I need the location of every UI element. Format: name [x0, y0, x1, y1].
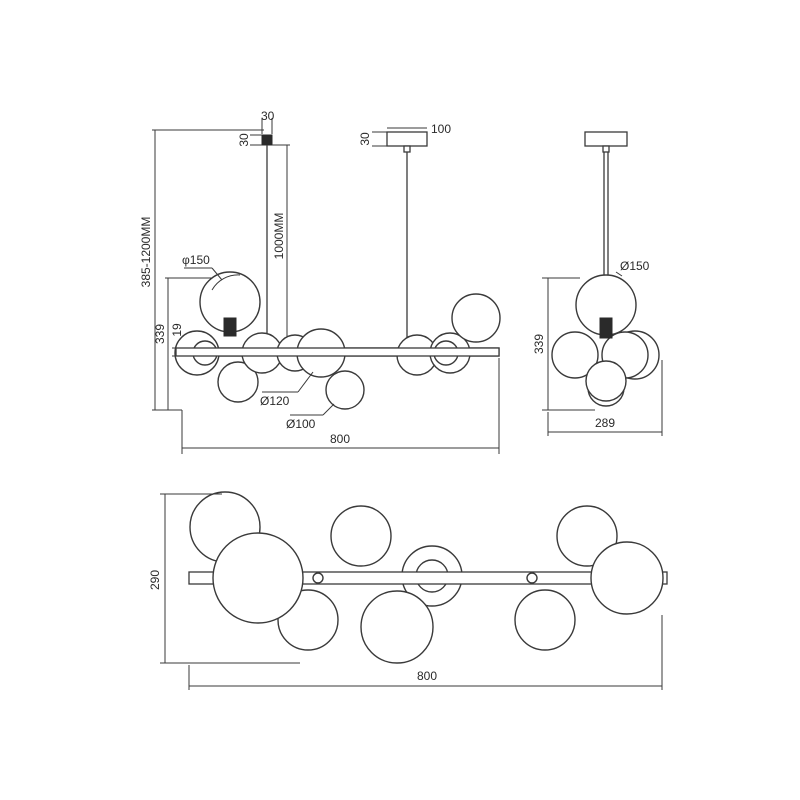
top-globe-large-center [360, 590, 434, 664]
front-d150-label: φ150 [182, 253, 210, 267]
top-globe-3 [556, 505, 618, 567]
top-globe-large-right [590, 541, 664, 615]
top-view: 290 800 [148, 491, 668, 690]
front-globe-right [451, 293, 501, 343]
side-d150-label: Ø150 [620, 259, 650, 273]
front-d100-label: Ø100 [286, 417, 316, 431]
canopy-height-30-label: 30 [237, 133, 251, 147]
middle-canopy-30-label: 30 [358, 132, 372, 146]
top-290-label: 290 [148, 570, 162, 590]
side-289-label: 289 [595, 416, 615, 430]
height-range-label: 385-1200MM [139, 217, 153, 288]
top-globe-large-left [212, 532, 304, 624]
front-globe-lower-left [217, 361, 259, 403]
front-width-label: 800 [330, 432, 350, 446]
canopy-width-30-label: 30 [261, 109, 275, 123]
left-canopy [261, 134, 273, 146]
bar-19-label: 19 [170, 323, 184, 337]
front-globe-100 [325, 370, 365, 410]
cable-length-label: 1000MM [272, 213, 286, 260]
top-mount-right [526, 572, 538, 584]
middle-canopy [386, 131, 428, 147]
height-339-label: 339 [153, 324, 167, 344]
bulb-holder-icon [223, 317, 237, 337]
top-bar [188, 571, 668, 585]
side-canopy [584, 131, 628, 147]
side-339-label: 339 [532, 334, 546, 354]
top-globe-5 [514, 589, 576, 651]
front-d120-label: Ø120 [260, 394, 290, 408]
middle-canopy-100-label: 100 [431, 122, 451, 136]
side-view: Ø150 339 289 [532, 131, 663, 436]
top-globe-2 [330, 505, 392, 567]
top-800-label: 800 [417, 669, 437, 683]
side-bulb-holder-icon [599, 317, 613, 339]
top-mount-left [312, 572, 324, 584]
front-view: 385-1200MM 339 19 30 30 1000MM 30 100 [139, 109, 501, 454]
